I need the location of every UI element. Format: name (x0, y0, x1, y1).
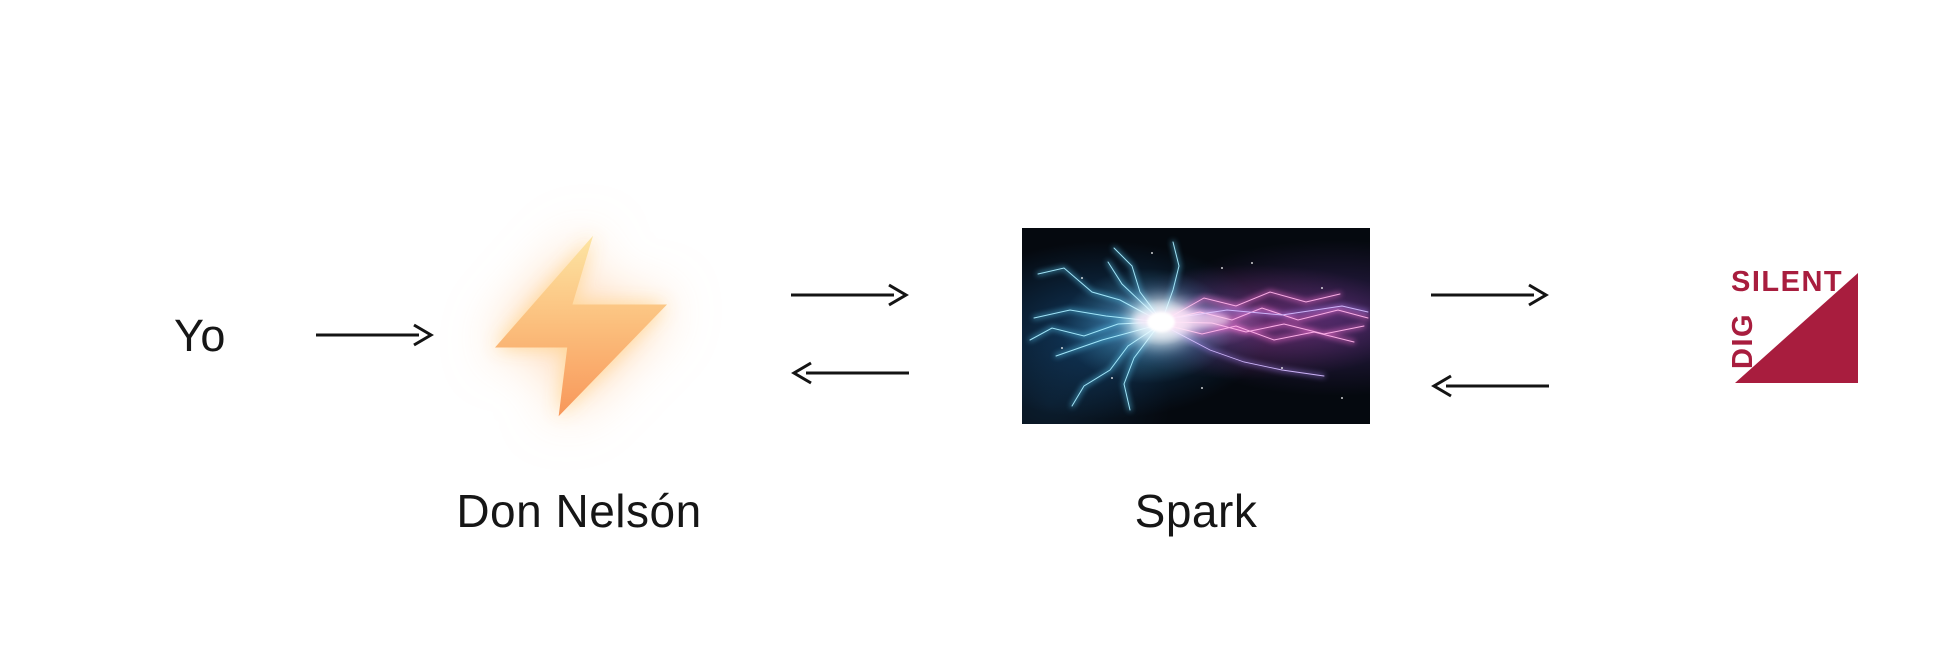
arrow-right-icon (1430, 283, 1550, 307)
arrow-left-icon (790, 361, 910, 385)
arrow-right-icon (315, 323, 435, 347)
node-yo-label: Yo (174, 310, 226, 361)
arrow-right-icon (790, 283, 910, 307)
digsilent-logo: SILENT DIG (1727, 268, 1858, 384)
logo-triangle-icon (1735, 273, 1858, 383)
lightning-bolt-icon (495, 235, 667, 417)
node-spark-label: Spark (1134, 485, 1258, 537)
logo-silent-wordmark: SILENT (1731, 266, 1844, 298)
logo-dig-wordmark: DIG (1727, 312, 1759, 369)
spark-photo (1022, 228, 1370, 424)
arrow-left-icon (1430, 374, 1550, 398)
node-don-nelson-label: Don Nelsón (456, 485, 702, 537)
